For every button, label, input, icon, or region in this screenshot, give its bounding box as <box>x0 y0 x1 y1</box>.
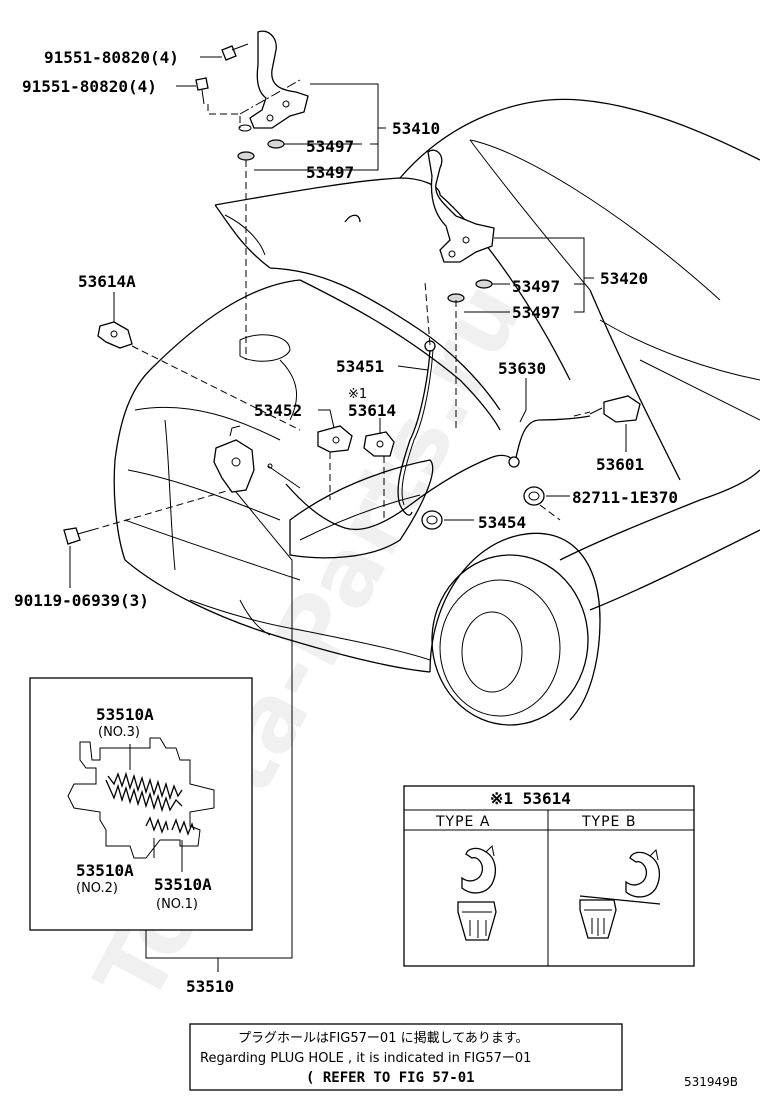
part-labels: 91551-80820(4) 91551-80820(4) 53410 5349… <box>14 48 678 996</box>
label-note-mark: ※1 <box>348 387 367 402</box>
hinge-lh-part <box>237 30 309 161</box>
grommet-part <box>523 486 545 506</box>
type-b-header: TYPE B <box>581 814 636 830</box>
label-lock-bracket: 53452 <box>254 401 302 420</box>
label-no2: (NO.2) <box>76 881 118 896</box>
guide-lines <box>91 79 591 531</box>
label-spring-no2: 53510A <box>76 861 134 880</box>
screw-part <box>63 527 93 545</box>
clip-type-b-icon <box>579 848 661 939</box>
clamp-53614-part <box>363 431 395 457</box>
label-no3: (NO.3) <box>98 725 140 740</box>
label-bushing-2: 53497 <box>306 163 354 182</box>
label-bushing-4: 53497 <box>512 303 560 322</box>
car-body-outline <box>113 98 760 726</box>
spring-no1-icon <box>171 818 195 836</box>
note-line-3: ( REFER TO FIG 57-01 <box>306 1070 475 1086</box>
spring-no2-icon <box>145 816 169 834</box>
label-spring-no3: 53510A <box>96 705 154 724</box>
hood-lock-part <box>213 425 301 493</box>
label-spring-no1: 53510A <box>154 875 212 894</box>
label-bolt-lower: 91551-80820(4) <box>22 77 157 96</box>
note-line-2: Regarding PLUG HOLE , it is indicated in… <box>200 1051 531 1066</box>
label-release-lever: 53601 <box>596 455 644 474</box>
label-no1: (NO.1) <box>156 897 198 912</box>
label-bushing-3: 53497 <box>512 277 560 296</box>
clip-type-a-icon <box>457 844 497 941</box>
clamp-53614a-part <box>97 321 133 349</box>
clip-type-table: ※1 53614 TYPE A TYPE B <box>403 785 695 967</box>
bolt-icon <box>195 43 249 105</box>
note-line-1: プラグホールはFIG57ー01 に掲載してあります。 <box>238 1030 529 1046</box>
label-cable: 53630 <box>498 359 546 378</box>
label-bolt-upper: 91551-80820(4) <box>44 48 179 67</box>
label-hinge-rh: 53420 <box>600 269 648 288</box>
release-lever-part <box>589 395 641 423</box>
label-hinge-lh: 53410 <box>392 119 440 138</box>
label-screw: 90119-06939(3) <box>14 591 149 610</box>
lock-bracket-part <box>317 425 353 453</box>
figure-id: 531949B <box>684 1075 738 1089</box>
label-clamp-a: 53614A <box>78 272 136 291</box>
support-rod-part <box>397 340 436 516</box>
hinge-rh-part <box>427 149 495 303</box>
label-grommet: 82711-1E370 <box>572 488 678 507</box>
leader-lines <box>69 56 627 972</box>
type-a-header: TYPE A <box>435 814 490 830</box>
type-table-title: ※1 53614 <box>490 789 571 808</box>
label-support-rod: 53451 <box>336 357 384 376</box>
label-cushion: 53454 <box>478 513 526 532</box>
cushion-part <box>421 510 443 530</box>
spring-detail-box: 53510A (NO.3) 53510A (NO.2) 53510A (NO.1… <box>29 677 253 931</box>
label-clamp: 53614 <box>348 401 396 420</box>
spring-no3-icon <box>105 771 183 813</box>
label-bushing-1: 53497 <box>306 137 354 156</box>
release-cable-part <box>285 415 591 530</box>
note-box: プラグホールはFIG57ー01 に掲載してあります。 Regarding PLU… <box>189 1023 623 1091</box>
label-lock-asm: 53510 <box>186 977 234 996</box>
